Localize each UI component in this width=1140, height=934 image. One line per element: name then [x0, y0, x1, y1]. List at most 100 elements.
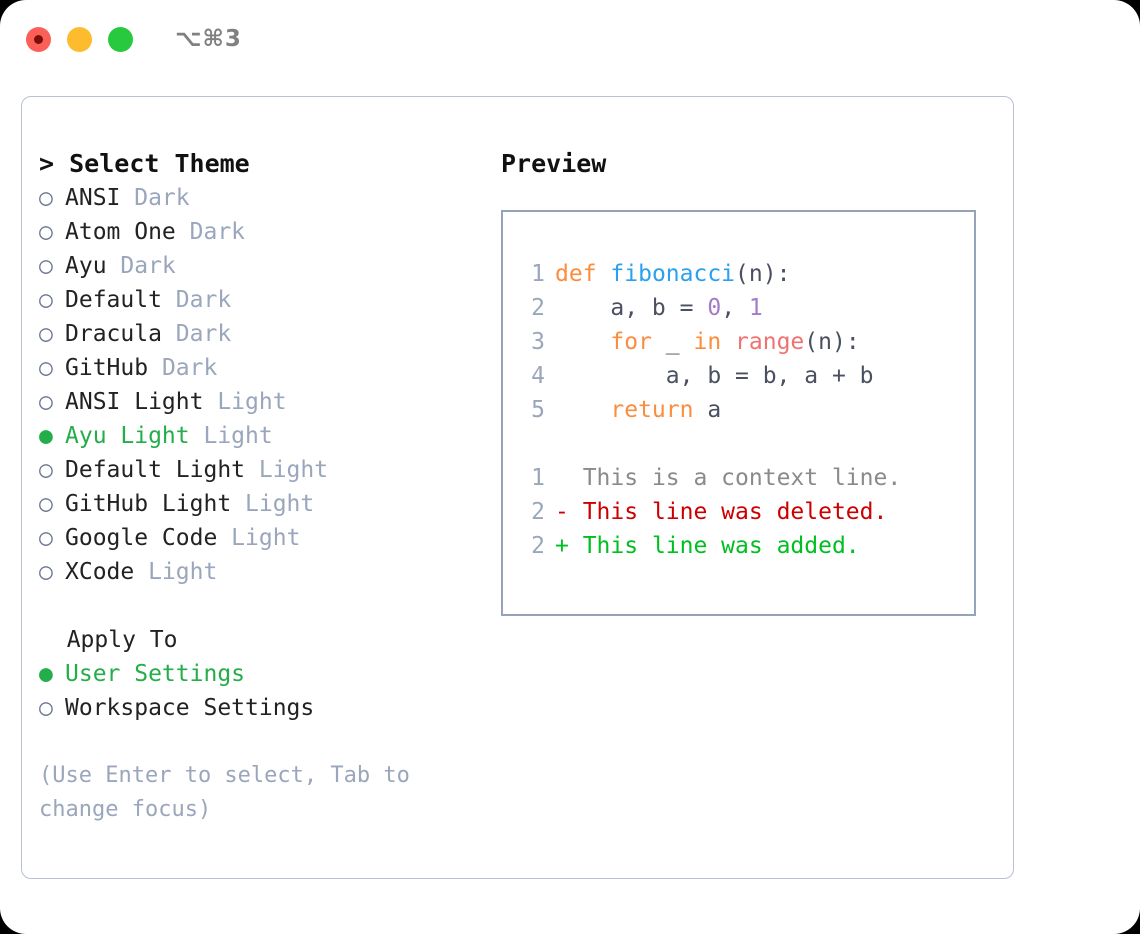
theme-option[interactable]: ○ Default Light Light	[39, 453, 489, 487]
diff-text: This line was deleted.	[568, 499, 888, 525]
code-token: ,	[721, 295, 749, 321]
code-token: a, b = b, a + b	[555, 363, 874, 389]
code-token: _	[651, 329, 694, 355]
radio-unselected-icon: ○	[39, 491, 53, 517]
line-number: 4	[531, 363, 545, 389]
diff-sign	[555, 465, 569, 491]
code-spacer	[519, 427, 974, 461]
theme-option-label: GitHub	[65, 355, 149, 381]
code-token	[555, 329, 610, 355]
line-number: 2	[531, 533, 545, 559]
radio-unselected-icon: ○	[39, 695, 53, 721]
apply-to-option[interactable]: ● User Settings	[39, 657, 489, 691]
minimize-button[interactable]	[67, 26, 92, 52]
theme-selector-column: > Select Theme ○ANSI Dark○Atom One Dark○…	[39, 147, 489, 827]
apply-to-heading: Apply To	[39, 627, 178, 653]
code-token: for	[610, 329, 652, 355]
theme-variant-badge: Light	[203, 389, 287, 415]
theme-option[interactable]: ○Atom One Dark	[39, 215, 489, 249]
code-line: 3 for _ in range(n):	[519, 325, 974, 359]
line-number: 2	[531, 499, 545, 525]
theme-option-label: Default Light	[65, 457, 246, 483]
preview-heading: Preview	[501, 149, 607, 178]
radio-selected-icon: ●	[39, 423, 53, 449]
close-button[interactable]	[26, 26, 51, 52]
traffic-light-group	[26, 26, 133, 52]
keyboard-shortcut-label: ⌥⌘3	[175, 26, 242, 52]
line-number: 1	[531, 261, 545, 287]
theme-option-label: Google Code	[65, 525, 218, 551]
code-token: in	[693, 329, 722, 355]
apply-to-option-label: User Settings	[65, 661, 246, 687]
theme-variant-badge: Light	[217, 525, 301, 551]
theme-option[interactable]: ● Ayu Light Light	[39, 419, 489, 453]
keyboard-hint-text: (Use Enter to select, Tab to change focu…	[39, 763, 410, 822]
radio-unselected-icon: ○	[39, 321, 53, 347]
theme-option-label: Ayu Light	[65, 423, 190, 449]
theme-option[interactable]: ○ANSI Light Light	[39, 385, 489, 419]
theme-option[interactable]: ○Dracula Dark	[39, 317, 489, 351]
code-token	[597, 261, 611, 287]
diff-line: 1 This is a context line.	[519, 461, 974, 495]
theme-option[interactable]: ○ANSI Dark	[39, 181, 489, 215]
apply-to-option[interactable]: ○ Workspace Settings	[39, 691, 489, 725]
diff-text: This is a context line.	[568, 465, 902, 491]
panel-columns: > Select Theme ○ANSI Dark○Atom One Dark○…	[22, 97, 1013, 878]
prompt-caret-icon: >	[39, 149, 70, 178]
select-theme-heading-label: Select Theme	[69, 149, 250, 178]
radio-unselected-icon: ○	[39, 457, 53, 483]
theme-option-label: ANSI Light	[65, 389, 204, 415]
code-token: range	[735, 329, 805, 355]
theme-variant-badge: Light	[134, 559, 218, 585]
diff-sign: -	[555, 499, 569, 525]
radio-unselected-icon: ○	[39, 219, 53, 245]
code-line: 4 a, b = b, a + b	[519, 359, 974, 393]
line-number: 5	[531, 397, 545, 423]
code-token: fibonacci	[610, 261, 736, 287]
theme-variant-badge: Light	[245, 457, 329, 483]
code-token: return	[610, 397, 694, 423]
maximize-button[interactable]	[108, 26, 133, 52]
line-number: 3	[531, 329, 545, 355]
select-theme-heading: > Select Theme	[39, 147, 489, 181]
theme-variant-badge: Dark	[161, 287, 232, 313]
theme-option[interactable]: ○ Google Code Light	[39, 521, 489, 555]
diff-line: 2+ This line was added.	[519, 529, 974, 563]
theme-option[interactable]: ○Ayu Dark	[39, 249, 489, 283]
radio-selected-icon: ●	[39, 661, 53, 687]
code-line: 2 a, b = 0, 1	[519, 291, 974, 325]
theme-option-label: GitHub Light	[65, 491, 232, 517]
code-token: (n):	[735, 261, 791, 287]
code-token: (n):	[804, 329, 860, 355]
radio-unselected-icon: ○	[39, 525, 53, 551]
theme-option[interactable]: ○GitHub Light Light	[39, 487, 489, 521]
theme-option-label: XCode	[65, 559, 135, 585]
code-line: 5 return a	[519, 393, 974, 427]
apply-to-option-label: Workspace Settings	[65, 695, 315, 721]
main-panel: > Select Theme ○ANSI Dark○Atom One Dark○…	[21, 96, 1014, 879]
radio-unselected-icon: ○	[39, 253, 53, 279]
title-bar: ⌥⌘3	[0, 0, 1140, 78]
code-token: 1	[748, 295, 763, 321]
code-token	[555, 397, 610, 423]
theme-list: ○ANSI Dark○Atom One Dark○Ayu Dark○Defaul…	[39, 181, 489, 589]
theme-option[interactable]: ○ GitHub Dark	[39, 351, 489, 385]
theme-option[interactable]: ○Default Dark	[39, 283, 489, 317]
code-token: 0	[707, 295, 722, 321]
radio-unselected-icon: ○	[39, 355, 53, 381]
record-indicator-icon	[34, 34, 43, 44]
theme-option[interactable]: ○XCode Light	[39, 555, 489, 589]
code-line: 1 def fibonacci(n):	[519, 257, 974, 291]
apply-to-list: ● User Settings ○ Workspace Settings	[39, 657, 489, 725]
diff-sample: 1 This is a context line. 2- This line wa…	[519, 461, 974, 563]
theme-option-label: Dracula	[65, 321, 162, 347]
theme-variant-badge: Light	[189, 423, 273, 449]
diff-text: This line was added.	[568, 533, 860, 559]
code-token: def	[555, 261, 597, 287]
code-token: a	[693, 397, 722, 423]
code-token: a, b =	[555, 295, 708, 321]
theme-variant-badge: Dark	[148, 355, 218, 381]
